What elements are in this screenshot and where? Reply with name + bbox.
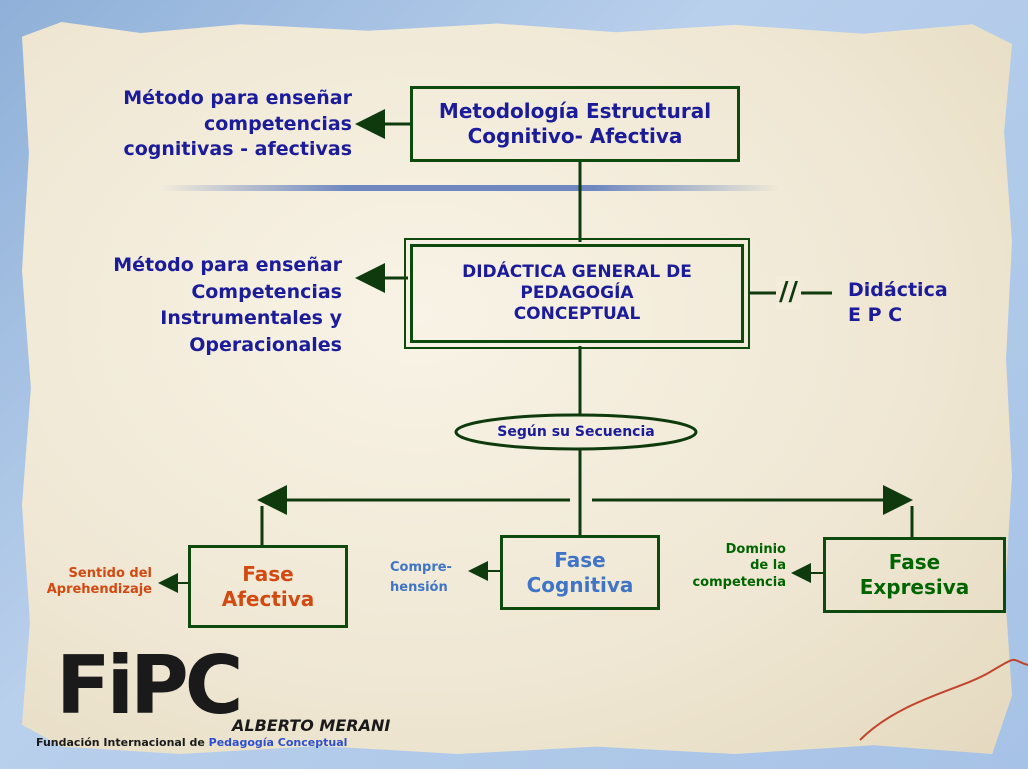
note-cognitive-affective: Método para enseñar competencias cogniti… [123, 87, 352, 161]
decorative-string [859, 658, 1028, 741]
paper-background [22, 22, 1012, 754]
phase-expresiva-box: Fase Expresiva [823, 537, 1006, 613]
phase-cognitiva-note: Compre- hensión [390, 560, 452, 595]
note-instrumental-operational: Método para enseñar Competencias Instrum… [113, 254, 342, 356]
didactica-epc-label: Didáctica E P C [848, 279, 948, 326]
methodology-title: Metodología Estructural Cognitivo- Afect… [438, 99, 712, 148]
separator-line [160, 185, 780, 191]
phase-cognitiva-box: Fase Cognitiva [500, 535, 660, 610]
phase-afectiva-box: Fase Afectiva [188, 545, 348, 628]
methodology-box: Metodología Estructural Cognitivo- Afect… [410, 86, 740, 162]
logo-tagline-prefix: Fundación Internacional de [36, 736, 205, 749]
logo-tagline: Fundación Internacional de Pedagogía Con… [36, 736, 347, 749]
phase-afectiva-title: Fase Afectiva [221, 561, 315, 611]
didactica-outer-frame [404, 238, 750, 349]
sequence-ellipse [454, 413, 698, 451]
fipc-logo: FiPC ALBERTO MERANI Fundación Internacio… [36, 646, 436, 750]
equivalence-mark: // [776, 276, 801, 309]
phase-cognitiva-title: Fase Cognitiva [526, 547, 634, 597]
didactica-box: DIDÁCTICA GENERAL DE PEDAGOGÍA CONCEPTUA… [410, 244, 744, 343]
phase-afectiva-note: Sentido del Aprehendizaje [46, 566, 152, 598]
sequence-label: Según su Secuencia [497, 424, 655, 440]
logo-name: ALBERTO MERANI [232, 716, 391, 735]
logo-tagline-highlight: Pedagogía Conceptual [208, 736, 348, 749]
phase-expresiva-title: Fase Expresiva [859, 550, 970, 599]
didactica-title: DIDÁCTICA GENERAL DE PEDAGOGÍA CONCEPTUA… [462, 261, 692, 325]
logo-letters: FiPC [56, 639, 243, 732]
phase-expresiva-note: Dominio de la competencia [692, 542, 786, 590]
